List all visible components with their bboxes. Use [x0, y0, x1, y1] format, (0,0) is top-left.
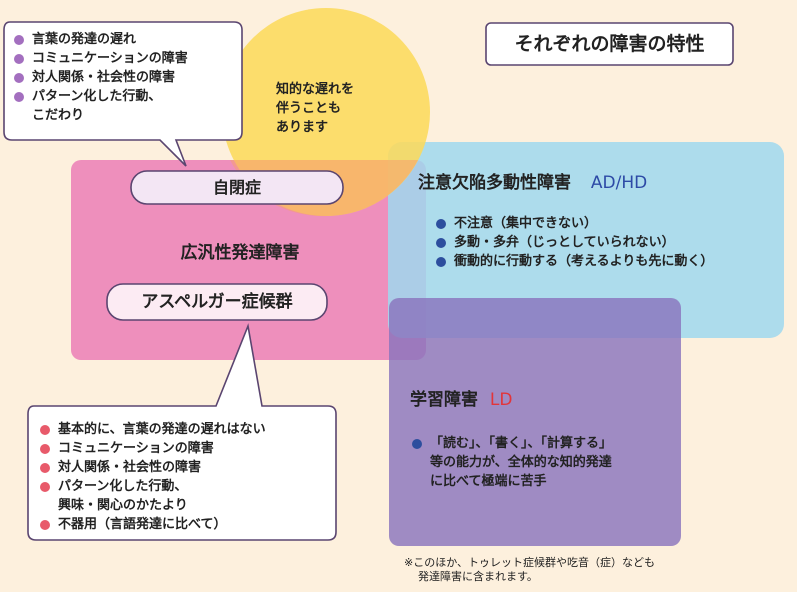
adhd-region	[388, 142, 784, 338]
asperger-trait-item: コミュニケーションの障害	[40, 439, 266, 458]
footnote: ※このほか、トゥレット症候群や吃音（症）なども 発達障害に含まれます。	[404, 556, 655, 584]
bullet-icon	[40, 519, 50, 530]
adhd-trait-item: 不注意（集中できない）	[436, 214, 713, 233]
bullet-icon	[40, 424, 50, 435]
ld-heading: 学習障害 LD	[410, 385, 512, 410]
ld-abbr: LD	[489, 390, 513, 410]
bullet-icon	[14, 34, 24, 45]
bullet-icon	[40, 481, 50, 492]
bullet-icon	[436, 218, 446, 229]
footnote-line: 発達障害に含まれます。	[418, 570, 538, 583]
bullet-icon	[40, 443, 50, 454]
bullet-icon	[14, 72, 24, 83]
autism-trait-item: パターン化した行動、	[14, 87, 188, 106]
bullet-icon	[14, 91, 24, 102]
autism-trait-item: コミュニケーションの障害	[14, 49, 188, 68]
intellectual-note: 知的な遅れを 伴うことも あります	[276, 80, 354, 137]
asperger-trait-item: パターン化した行動、	[40, 477, 266, 496]
ld-description-line: 等の能力が、全体的な知的発達	[430, 455, 612, 470]
ld-region	[389, 298, 681, 546]
intellectual-note-line: 知的な遅れを	[276, 82, 355, 97]
ld-description-line: 「読む」、「書く」、「計算する」	[412, 434, 612, 453]
ld-description: 「読む」、「書く」、「計算する」 等の能力が、全体的な知的発達 に比べて極端に苦…	[412, 434, 612, 491]
pdd-label: 広汎性発達障害	[180, 243, 300, 263]
asperger-pill	[106, 283, 328, 321]
asperger-trait-item: 不器用（言語発達に比べて）	[40, 515, 266, 534]
autism-pill	[130, 170, 344, 205]
adhd-trait-item: 多動・多弁（じっとしていられない）	[436, 233, 713, 252]
autism-trait-item: 対人関係・社会性の障害	[14, 68, 188, 87]
asperger-trait-item: 対人関係・社会性の障害	[40, 458, 266, 477]
bullet-icon	[412, 438, 422, 449]
autism-trait-item: 言葉の発達の遅れ	[14, 30, 188, 49]
autism-traits-list: 言葉の発達の遅れ コミュニケーションの障害 対人関係・社会性の障害 パターン化し…	[14, 30, 188, 125]
asperger-bubble-shape	[27, 323, 337, 541]
page-title: それぞれの障害の特性	[514, 33, 705, 55]
ld-title: 学習障害	[410, 390, 478, 410]
intellectual-note-line: 伴うことも	[276, 101, 342, 116]
bullet-icon	[40, 462, 50, 473]
bullet-icon	[436, 237, 446, 248]
adhd-title: 注意欠陥多動性障害	[418, 173, 571, 193]
asperger-trait-item: 基本的に、言葉の発達の遅れはない	[40, 420, 266, 439]
adhd-trait-item: 衝動的に行動する（考えるよりも先に動く）	[436, 252, 713, 271]
adhd-abbr: AD/HD	[590, 173, 648, 193]
bullet-icon	[436, 256, 446, 267]
footnote-line: ※このほか、トゥレット症候群や吃音（症）なども	[404, 556, 655, 569]
bullet-icon	[14, 53, 24, 64]
adhd-traits-list: 不注意（集中できない） 多動・多弁（じっとしていられない） 衝動的に行動する（考…	[436, 214, 713, 271]
asperger-traits-list: 基本的に、言葉の発達の遅れはない コミュニケーションの障害 対人関係・社会性の障…	[40, 420, 266, 534]
autism-trait-continuation: こだわり	[32, 108, 85, 123]
asperger-trait-continuation: 興味・関心のかたより	[58, 498, 188, 513]
asperger-label: アスペルガー症候群	[141, 292, 293, 312]
ld-description-line: に比べて極端に苦手	[430, 474, 547, 489]
adhd-heading: 注意欠陥多動性障害 AD/HD	[418, 168, 647, 193]
autism-label: 自閉症	[212, 178, 261, 197]
intellectual-note-line: あります	[276, 120, 329, 135]
autism-bubble-shape	[3, 21, 243, 167]
title-box	[485, 22, 734, 66]
